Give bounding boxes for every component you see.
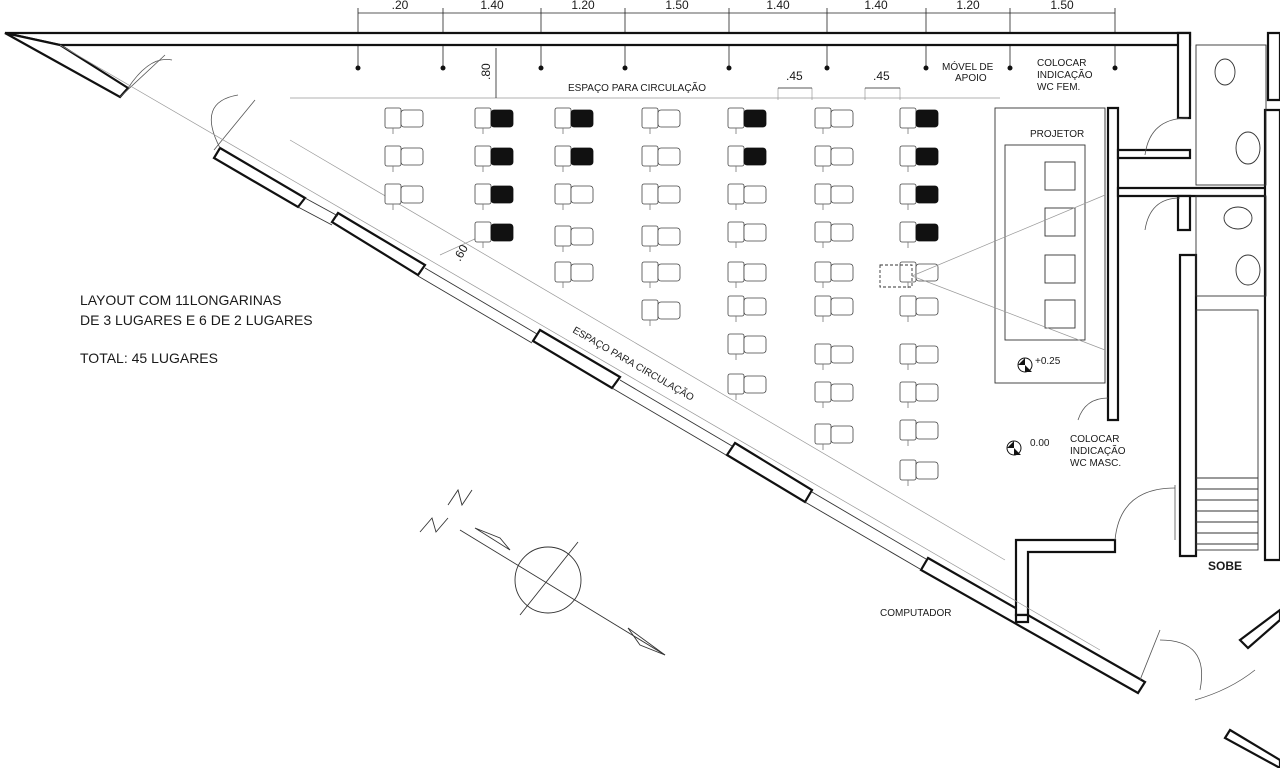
seat [814,423,854,450]
seat [727,261,767,288]
stage-area [879,107,1106,384]
wc-fem-label-2: INDICAÇÃO [1037,68,1093,81]
seat [899,459,939,486]
wc-masc-label-2: INDICAÇÃO [1070,444,1126,457]
seat [814,107,854,134]
dim-8: 1.50 [1050,0,1074,12]
seat [899,221,939,248]
stairs [1195,309,1259,551]
seat [899,419,939,446]
seat [727,333,767,360]
seat [814,261,854,288]
layout-note-line2: DE 3 LUGARES E 6 DE 2 LUGARES [80,312,313,328]
seat [899,183,939,210]
seat [474,183,514,210]
dim-6: 1.40 [864,0,888,12]
labels: ESPAÇO PARA CIRCULAÇÃO ESPAÇO PARA CIRCU… [80,58,1242,619]
seat [899,145,939,172]
guide-lines [59,44,1101,651]
seat [814,145,854,172]
seat [899,381,939,408]
wc-masc-label-3: WC MASC. [1070,458,1121,469]
seat [384,183,424,210]
seat [554,107,594,134]
seat [727,183,767,210]
projetor-label: PROJETOR [1030,129,1084,140]
wc-fem-label-1: COLOCAR [1037,58,1086,69]
seat [727,145,767,172]
seat [814,343,854,370]
seat [899,295,939,322]
seat [814,221,854,248]
level-high-label: +0.25 [1035,356,1061,367]
wc-fem-label-3: WC FEM. [1037,82,1080,93]
compass-icon [419,488,666,656]
movel-label-1: MÓVEL DE [942,60,994,73]
seat [554,145,594,172]
computador-label: COMPUTADOR [880,608,951,619]
dim-2: 1.40 [480,0,504,12]
seat [554,225,594,252]
seat [554,183,594,210]
seat [727,373,767,400]
seat [384,145,424,172]
seating-rows [384,107,939,486]
sobe-label: SOBE [1208,559,1242,573]
level-zero-label: 0.00 [1030,438,1050,449]
dim-5: 1.40 [766,0,790,12]
seat [641,183,681,210]
seat [474,107,514,134]
top-dimension-chain: .20 1.40 1.20 1.50 1.40 1.40 1.20 1.50 [355,0,1118,71]
seat [641,145,681,172]
seat [554,261,594,288]
restrooms [1195,44,1267,297]
seat [641,107,681,134]
seat [899,261,939,288]
layout-note-total: TOTAL: 45 LUGARES [80,350,218,366]
dim-4: 1.50 [665,0,689,12]
seat [814,183,854,210]
seat [814,381,854,408]
wc-masc-label-1: COLOCAR [1070,434,1119,445]
walls [4,31,1280,768]
seat [727,295,767,322]
circulation-top-label: ESPAÇO PARA CIRCULAÇÃO [568,81,706,94]
seat [727,221,767,248]
dim-7: 1.20 [956,0,980,12]
seat [899,107,939,134]
doors [119,54,1256,701]
seat [641,299,681,326]
seat [727,107,767,134]
seat [899,343,939,370]
layout-note-line1: LAYOUT COM 11LONGARINAS [80,292,282,308]
diag-offset-dim: .60 [450,242,471,264]
seat [641,261,681,288]
dim-1: .20 [392,0,409,12]
seat [384,107,424,134]
seat [641,225,681,252]
aisle-gap-1: .45 [786,69,803,83]
seat [474,221,514,248]
seat [474,145,514,172]
left-offset-dim: .80 [479,63,493,80]
level-markers [1006,357,1033,456]
aisle-gap-2: .45 [873,69,890,83]
movel-label-2: APOIO [955,73,987,84]
dim-3: 1.20 [571,0,595,12]
seat [814,295,854,322]
